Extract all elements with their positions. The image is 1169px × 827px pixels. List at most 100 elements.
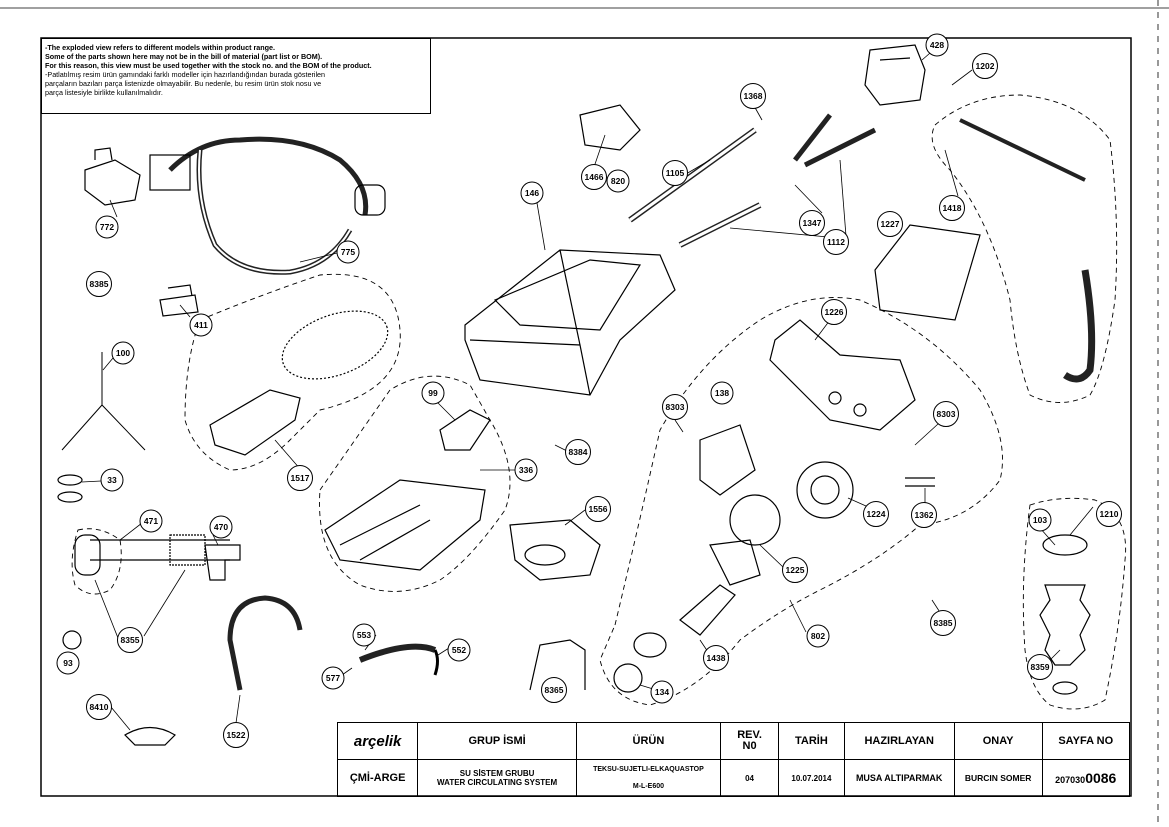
part-bubble-circle: [100, 468, 124, 492]
part-bubble-1362: 1362: [911, 502, 937, 528]
part-number-label: 100: [116, 348, 130, 358]
part-bubble-circle: [209, 515, 233, 539]
part-bubble-circle: [703, 645, 729, 671]
part-bubble-1418: 1418: [939, 195, 965, 221]
part-bubble-circle: [565, 439, 591, 465]
part-470: [204, 544, 241, 581]
screw-bag-1466: [579, 104, 641, 151]
pipe-1522: [227, 595, 303, 691]
leader: [212, 534, 219, 546]
part-bubble-circle: [740, 83, 766, 109]
part-number-label: 1224: [867, 509, 886, 519]
prepared-by-value: MUSA ALTIPARMAK: [843, 759, 955, 797]
part-bubble-circle: [930, 610, 956, 636]
part-bubble-1368: 1368: [740, 83, 766, 109]
part-number-label: 33: [107, 475, 117, 485]
part-bubble-circle: [321, 666, 345, 690]
part-bubble-circle: [95, 215, 119, 239]
part-number-label: 8385: [90, 279, 109, 289]
part-bubble-1347: 1347: [799, 210, 825, 236]
leader: [437, 647, 450, 656]
leader: [94, 579, 119, 639]
part-number-label: 8303: [937, 409, 956, 419]
part-number-label: 336: [519, 465, 533, 475]
hose-553: [358, 643, 437, 663]
part-bubble-411: 411: [189, 313, 213, 337]
pump-housing-1225: [729, 494, 781, 546]
part-number-label: 138: [715, 388, 729, 398]
group-name-header: GRUP İSMİ: [417, 722, 577, 760]
part-number-label: 8303: [666, 402, 685, 412]
bellows-1210: [1039, 584, 1091, 666]
part-bubble-8410: 8410: [86, 694, 112, 720]
part-bubble-circle: [336, 240, 360, 264]
exploded-view-note: -The exploded view refers to different m…: [41, 38, 431, 114]
part-1362: [905, 477, 935, 487]
part-bubble-circle: [447, 638, 471, 662]
hose-1418: [959, 118, 1086, 182]
part-bubble-circle: [287, 465, 313, 491]
part-bubble-circle: [650, 680, 674, 704]
part-bubble-1556: 1556: [585, 496, 611, 522]
leader: [914, 423, 939, 446]
part-number-label: 146: [525, 188, 539, 198]
part-bubble-circle: [911, 502, 937, 528]
part-bubble-circle: [823, 229, 849, 255]
part-bubble-circle: [863, 501, 889, 527]
part-number-label: 1466: [585, 172, 604, 182]
part-number-label: 802: [811, 631, 825, 641]
note-line-tr-3: parça listesiyle birlikte kullanılmalıdı…: [45, 88, 163, 97]
approved-by-value: BURCIN SOMER: [953, 759, 1043, 797]
page-number-prefix: 207030: [1055, 775, 1086, 785]
part-number-label: 471: [144, 516, 158, 526]
hose-1105-inner: [629, 128, 756, 222]
filter-mesh-1517: [281, 310, 389, 380]
part-bubble-8359: 8359: [1027, 654, 1053, 680]
page-number-value: 2070300086: [1041, 759, 1131, 797]
part-bubble-circle: [1096, 501, 1122, 527]
part-number-label: 1517: [291, 473, 310, 483]
part-1226: [769, 319, 916, 431]
part-bubble-circle: [421, 381, 445, 405]
filter-tray-1517: [209, 389, 301, 456]
part-number-label: 8410: [90, 702, 109, 712]
part-number-label: 8359: [1031, 662, 1050, 672]
part-number-label: 1225: [786, 565, 805, 575]
product-value: TEKSU-SUJETLI-ELKAQUASTOP M-L-E600: [575, 759, 721, 797]
part-bubble-circle: [925, 33, 949, 57]
valve-428: [864, 44, 926, 106]
part-bubble-1466: 1466: [581, 164, 607, 190]
part-bubble-772: 772: [95, 215, 119, 239]
leader: [235, 694, 241, 724]
part-bubble-1517: 1517: [287, 465, 313, 491]
group-outline-802: [599, 297, 1003, 706]
leader: [564, 509, 586, 526]
drain-hose-highlight: [198, 149, 351, 274]
leader: [109, 199, 118, 218]
date-value: 10.07.2014: [778, 759, 845, 797]
hose-elbow: [354, 184, 386, 216]
part-number-label: 1362: [915, 510, 934, 520]
clamp-1210: [1052, 681, 1078, 695]
hose-connector: [149, 154, 191, 191]
clamp-33b: [57, 491, 83, 503]
part-bubble-99: 99: [421, 381, 445, 405]
part-number-label: 772: [100, 222, 114, 232]
part-number-label: 1227: [881, 219, 900, 229]
part-bubble-8384: 8384: [565, 439, 591, 465]
part-number-label: 1202: [976, 61, 995, 71]
note-line-en-3: For this reason, this view must be used …: [45, 61, 372, 70]
page-number-header: SAYFA NO: [1041, 722, 1131, 760]
part-bubble-8355: 8355: [117, 627, 143, 653]
leader-lines: [81, 46, 1094, 731]
part-bubble-8385: 8385: [930, 610, 956, 636]
part-bubble-8303: 8303: [933, 401, 959, 427]
note-line-en-2: Some of the parts shown here may not be …: [45, 52, 323, 61]
part-number-label: 1112: [827, 237, 845, 247]
pump-1224: [796, 461, 854, 519]
part-bubble-146: 146: [520, 181, 544, 205]
part-drawings: [57, 44, 1096, 746]
hole-2: [853, 403, 867, 417]
part-number-label: 552: [452, 645, 466, 655]
